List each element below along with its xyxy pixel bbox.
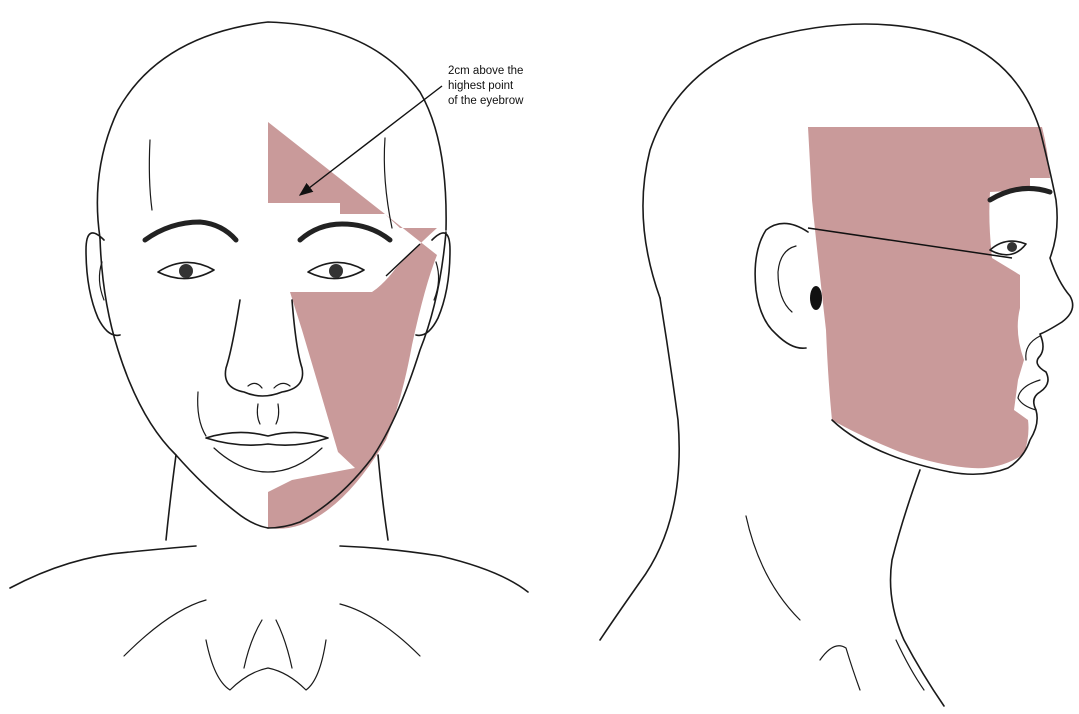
front-right-shoulder xyxy=(340,546,528,592)
front-face-left-side xyxy=(100,238,268,528)
annotation-line-2: highest point xyxy=(448,79,568,94)
front-right-eyebrow xyxy=(300,224,390,240)
front-neck-left xyxy=(166,455,176,540)
annotation-line-3: of the eyebrow xyxy=(448,94,568,109)
front-left-shoulder xyxy=(10,546,196,588)
annotation-line-1: 2cm above the xyxy=(448,64,568,79)
side-shaded-region xyxy=(808,127,1050,468)
side-back-neck xyxy=(600,298,679,640)
side-ear xyxy=(755,223,808,348)
side-front-neck xyxy=(891,470,945,706)
front-mouth xyxy=(206,432,328,445)
front-left-eyebrow xyxy=(145,222,236,240)
front-neck-right xyxy=(378,455,388,540)
annotation-label: 2cm above the highest point of the eyebr… xyxy=(448,64,568,109)
front-shaded-region xyxy=(268,122,437,529)
side-view xyxy=(600,24,1073,706)
front-view xyxy=(10,22,528,690)
annotation-arrow xyxy=(300,86,442,195)
front-nose xyxy=(225,300,302,396)
